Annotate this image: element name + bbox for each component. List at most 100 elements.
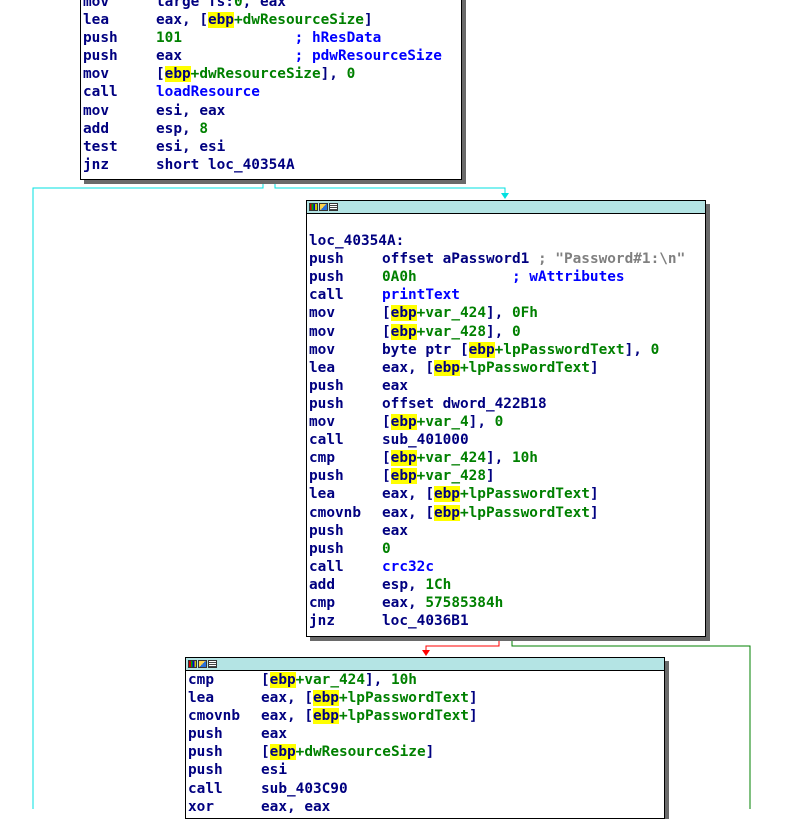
operand-token: [: [261, 744, 270, 761]
operand-token: , eax: [242, 0, 286, 10]
operands: [ebp+dwResourceSize], 0: [156, 65, 355, 83]
instruction-line[interactable]: push[ebp+var_428]: [309, 467, 705, 485]
highlighted-register: ebp: [390, 468, 417, 485]
edit-block-icon[interactable]: [198, 660, 207, 668]
edge-top-to-middle: [274, 180, 506, 196]
mnemonic: push: [188, 744, 223, 761]
operands: [ebp+var_428], 0: [382, 323, 521, 341]
highlighted-register: ebp: [433, 504, 460, 521]
mnemonic: cmp: [188, 672, 214, 688]
operands: loc_4036B1: [382, 612, 469, 630]
instruction-line[interactable]: loc_40354A:: [309, 232, 705, 250]
edit-block-icon[interactable]: [319, 203, 328, 211]
block-titlebar: [186, 658, 664, 671]
operand-token: eax: [261, 726, 287, 743]
graph-colors-icon[interactable]: [188, 660, 197, 668]
operand-token: 8: [199, 120, 208, 137]
operand-token: ],: [485, 305, 512, 322]
mnemonic: call: [309, 432, 344, 449]
block-titlebar: [307, 201, 705, 214]
graph-colors-icon[interactable]: [309, 203, 318, 211]
mnemonic: push: [309, 251, 344, 268]
edge-arrowhead-red: [422, 650, 430, 656]
operands: eax, [ebp+lpPasswordText]: [261, 707, 478, 725]
highlighted-register: ebp: [312, 690, 339, 707]
operand-token: [: [261, 672, 270, 688]
mnemonic: test: [83, 138, 118, 155]
instruction-line[interactable]: mov[ebp+var_4], 0: [309, 413, 705, 431]
operand-token: 10h: [511, 450, 538, 467]
instruction-line[interactable]: push[ebp+dwResourceSize]: [188, 743, 664, 761]
operand-token: eax: [382, 522, 408, 539]
operand-token: loadResource: [156, 84, 260, 101]
operands: eax, [ebp+dwResourceSize]: [156, 11, 373, 29]
operand-token: [: [382, 305, 391, 322]
mnemonic: jnz: [309, 613, 335, 630]
operand-token: large fs:: [156, 0, 234, 10]
operand-token: +var_424: [416, 305, 486, 322]
mnemonic: mov: [309, 323, 335, 340]
instruction-line[interactable]: mov [ebp+var_428], 0: [309, 323, 705, 341]
operands: eax, eax: [261, 798, 330, 816]
instruction-line[interactable]: cmp[ebp+var_424], 10h: [309, 449, 705, 467]
highlighted-register: ebp: [390, 323, 417, 340]
instruction-line[interactable]: call sub_401000: [309, 431, 705, 449]
instruction-line[interactable]: mov[ebp+dwResourceSize], 0: [83, 65, 461, 83]
operand-token: [: [382, 450, 391, 467]
instruction-line[interactable]: [309, 214, 705, 232]
operands: esi: [261, 761, 287, 779]
instruction-line[interactable]: mov[ebp+var_424], 0Fh: [309, 304, 705, 322]
mnemonic: lea: [309, 359, 335, 376]
mnemonic: mov: [83, 102, 109, 119]
operand-token: eax, [: [261, 690, 313, 707]
hex-view-icon[interactable]: [329, 203, 338, 211]
operand-token: ]: [589, 486, 599, 503]
mnemonic: cmovnb: [309, 504, 361, 521]
operands: sub_401000: [382, 431, 469, 449]
mnemonic: add: [309, 576, 335, 593]
operand-token: [: [382, 468, 391, 485]
hex-view-icon[interactable]: [208, 660, 217, 668]
mnemonic: call: [188, 780, 223, 797]
mnemonic: mov: [83, 0, 109, 10]
operand-token: 57585384h: [425, 594, 504, 611]
operand-token: ],: [624, 341, 651, 358]
highlighted-register: ebp: [312, 708, 339, 725]
instruction-line[interactable]: jnz loc_4036B1: [309, 612, 705, 630]
instruction-line[interactable]: cmp[ebp+var_424], 10h: [188, 671, 664, 689]
